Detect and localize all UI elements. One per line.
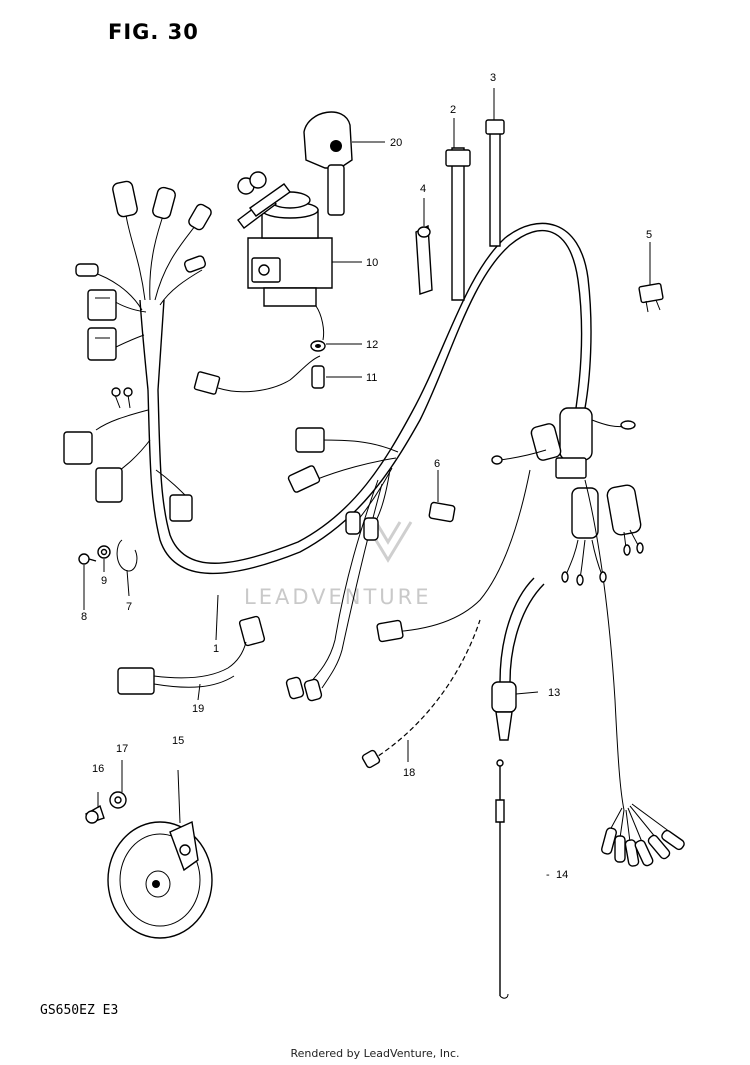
screw-washer-clamp[interactable] [78, 539, 138, 610]
harness-connectors-lower-right[interactable] [601, 803, 686, 867]
harness-clamp-straps[interactable] [415, 119, 505, 301]
callout-9: 9 [101, 575, 107, 587]
callout-labels: 1 2 3 4 5 6 7 8 9 10 11 12 13 14 15 16 1… [81, 72, 652, 881]
callout-10: 10 [366, 257, 378, 269]
callout-6: 6 [434, 458, 440, 470]
horn-assembly[interactable] [84, 760, 213, 939]
clip-5[interactable] [638, 282, 664, 313]
callout-16: 16 [92, 763, 104, 775]
cable-14[interactable] [495, 759, 509, 999]
callout-8: 8 [81, 611, 87, 623]
callout-14: 14 [556, 869, 568, 881]
ignition-key-blank[interactable] [303, 111, 385, 216]
callout-14-dash: - [546, 869, 550, 881]
ignition-switch[interactable] [237, 171, 333, 341]
figure-title: FIG. 30 [108, 20, 199, 44]
model-code: GS650EZ E3 [40, 1003, 119, 1018]
callout-11: 11 [366, 372, 377, 384]
wire-lead-18[interactable] [361, 619, 481, 769]
callout-5: 5 [646, 229, 652, 241]
callout-12: 12 [366, 339, 378, 351]
callout-1: 1 [213, 643, 219, 655]
cable-13[interactable] [491, 577, 545, 741]
callout-7: 7 [126, 601, 132, 613]
sub-harness-19[interactable] [117, 615, 266, 701]
callout-15: 15 [172, 735, 184, 747]
callout-20: 20 [390, 137, 402, 149]
grommet-and-fuse[interactable] [193, 340, 326, 395]
harness-junction-right[interactable] [376, 407, 644, 811]
callout-3: 3 [490, 72, 496, 84]
callout-2: 2 [450, 104, 456, 116]
harness-connectors-center[interactable] [285, 427, 379, 702]
cover-6[interactable] [428, 501, 456, 523]
callout-17: 17 [116, 743, 128, 755]
harness-connectors-left[interactable] [63, 387, 193, 522]
harness-connectors-top-left[interactable] [75, 180, 213, 361]
footer-credit: Rendered by LeadVenture, Inc. [290, 1047, 460, 1060]
watermark-text: LEADVENTURE [244, 585, 432, 609]
callout-13: 13 [548, 687, 560, 699]
callout-leaders [215, 88, 651, 641]
main-wiring-harness[interactable] [91, 209, 592, 689]
callout-4: 4 [420, 183, 426, 195]
callout-18: 18 [403, 767, 415, 779]
callout-19: 19 [192, 703, 204, 715]
